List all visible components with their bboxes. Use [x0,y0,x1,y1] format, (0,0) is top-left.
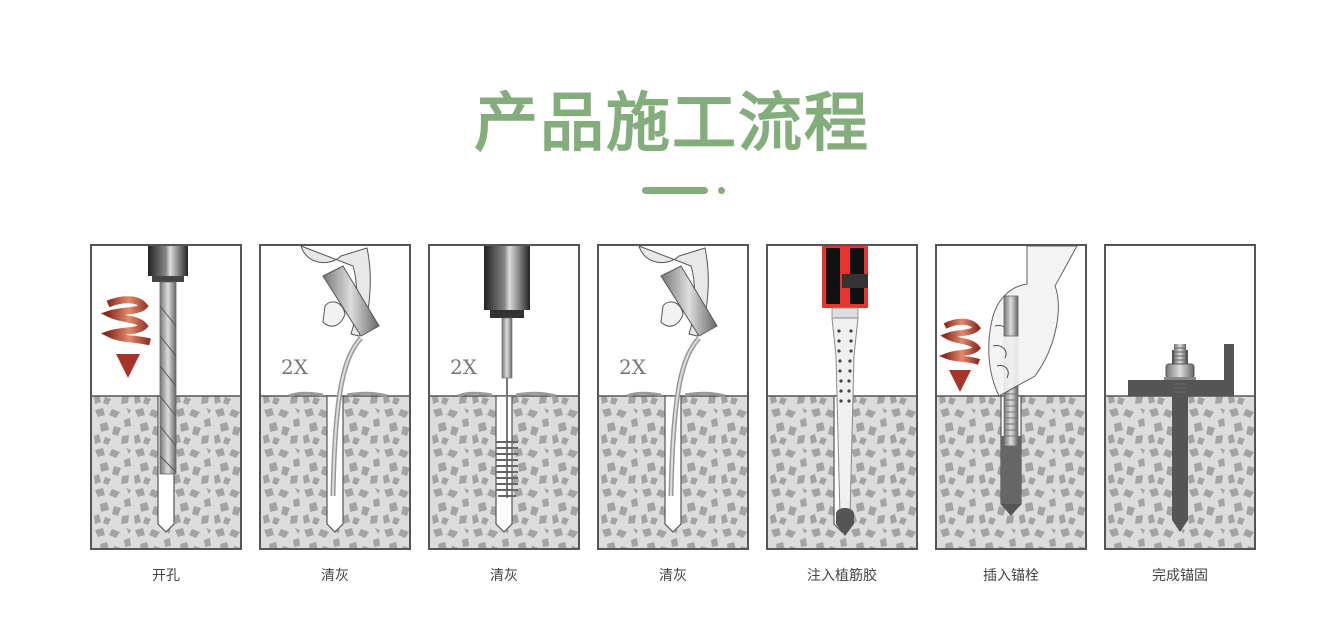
anchored-bolt-icon [1106,344,1254,548]
brush-icon: 2X [430,246,578,548]
svg-text:2X: 2X [450,355,478,379]
step-panel-blow-1: 2X [259,244,411,550]
step-panel-drill [90,244,242,550]
step-label-drill: 开孔 [152,568,180,584]
step-label-brush: 清灰 [490,568,518,584]
anchor-rod-icon [937,246,1085,548]
drill-icon [92,246,240,548]
page-title: 产品施工流程 [474,87,870,161]
svg-text:2X: 2X [281,355,309,379]
step-label-insert: 插入锚栓 [983,568,1039,584]
step-panel-blow-2: 2X [597,244,749,550]
step-panel-complete [1104,244,1256,550]
step-panel-inject [766,244,918,550]
title-divider-dot [718,187,725,194]
blower-icon: 2X [261,246,409,548]
rotation-arrow-icon [100,296,151,378]
step-label-inject: 注入植筋胶 [807,568,877,584]
title-divider-bar [642,187,708,194]
adhesive-cartridge-icon [768,246,916,548]
blower-icon: 2X [599,246,747,548]
step-label-complete: 完成锚固 [1152,568,1208,584]
rotation-arrow-icon [938,318,981,392]
step-panel-brush: 2X [428,244,580,550]
step-panel-insert [935,244,1087,550]
step-label-blow-2: 清灰 [659,568,687,584]
step-label-blow-1: 清灰 [321,568,349,584]
svg-text:2X: 2X [619,355,647,379]
